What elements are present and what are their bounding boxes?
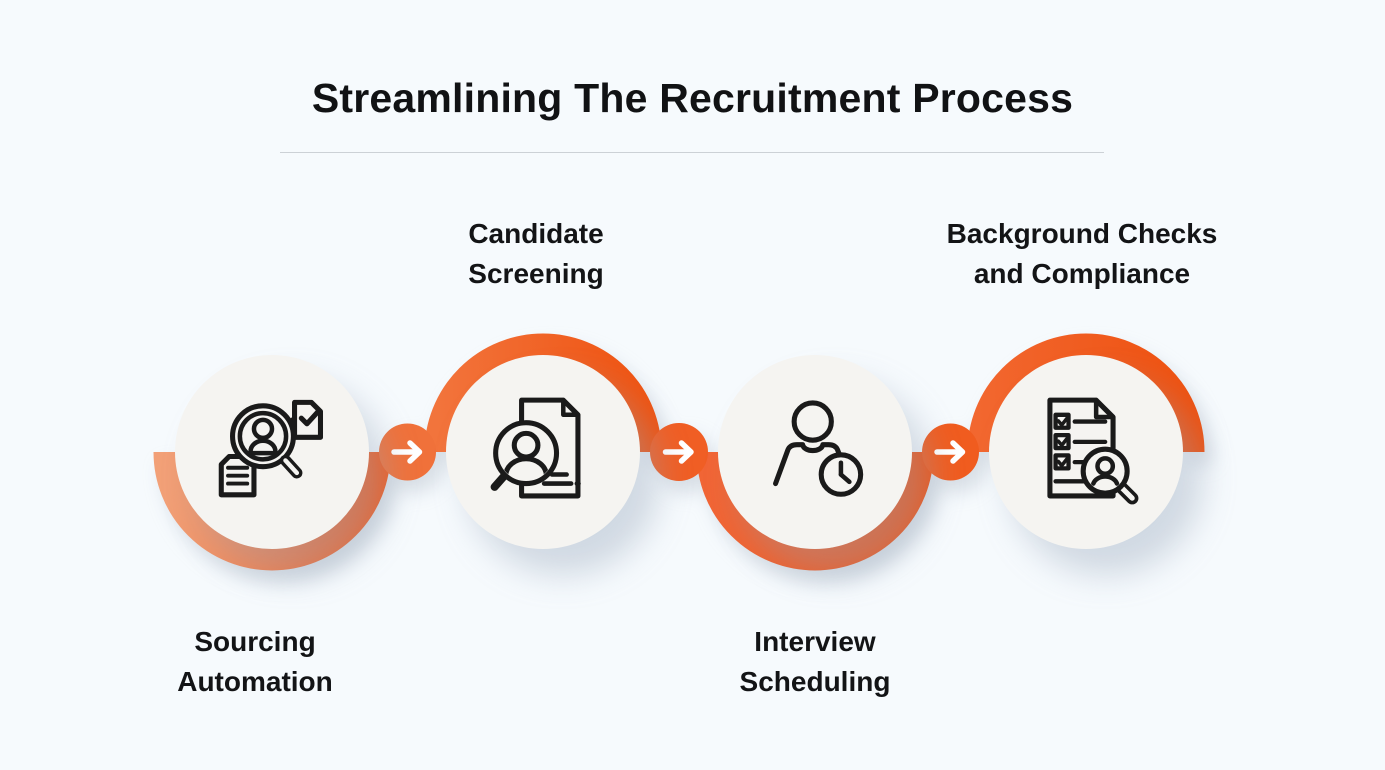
resume-screening-icon bbox=[490, 397, 581, 499]
flow-arc-step2 bbox=[424, 333, 662, 453]
flow-arc-step1 bbox=[153, 451, 391, 571]
step-label-background-checks: Background Checks and Compliance bbox=[946, 218, 1218, 290]
page-title: Streamlining The Recruitment Process bbox=[311, 75, 1074, 121]
arrow-right-icon bbox=[391, 440, 423, 464]
title-divider bbox=[280, 152, 1104, 153]
flow-arc-step4 bbox=[967, 333, 1205, 453]
sourcing-search-icon bbox=[218, 399, 324, 498]
step-label-interview-scheduling: Interview Scheduling bbox=[739, 626, 891, 698]
arrow-right-icon bbox=[934, 440, 966, 464]
step-circle-interview-scheduling bbox=[718, 355, 912, 549]
step-label-candidate-screening: Candidate Screening bbox=[468, 218, 604, 290]
arrow-right-icon bbox=[662, 440, 694, 464]
interview-clock-icon bbox=[773, 400, 864, 497]
step-circle-candidate-screening bbox=[446, 355, 640, 549]
step-label-sourcing-automation: Sourcing Automation bbox=[177, 626, 333, 698]
step-circle-background-checks bbox=[989, 355, 1183, 549]
connector-arrow-1 bbox=[379, 423, 436, 481]
flow-arc-step3 bbox=[696, 451, 934, 571]
connector-arrow-2 bbox=[650, 423, 708, 481]
step-circle-sourcing-automation bbox=[175, 355, 369, 549]
background-check-icon bbox=[1047, 397, 1139, 505]
connector-arrow-3 bbox=[922, 423, 979, 481]
